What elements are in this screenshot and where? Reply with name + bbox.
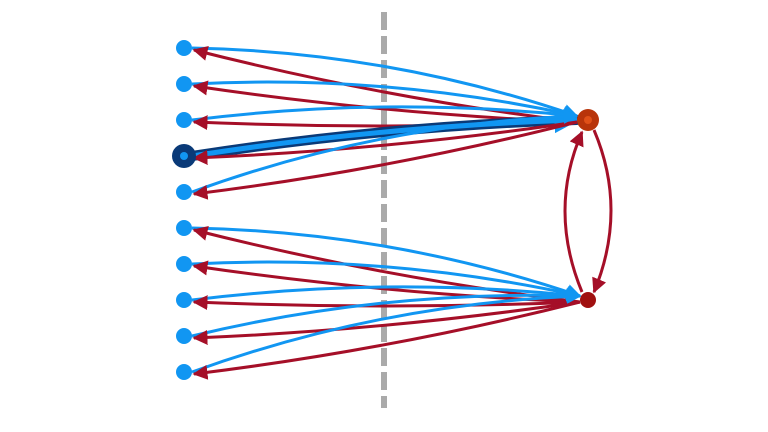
highlighted-edge-a4 [191, 108, 580, 159]
client-node-b4 [176, 328, 192, 344]
client-node-b2 [176, 256, 192, 272]
client-node-b3 [176, 292, 192, 308]
edge-in-a5 [192, 120, 578, 200]
nodes-layer [172, 40, 599, 380]
edge-out-b4 [191, 288, 582, 338]
client-node-a2 [176, 76, 192, 92]
edge-out-b1 [191, 226, 582, 299]
edge-in-b3 [192, 295, 581, 311]
edge-out-a5 [191, 109, 579, 194]
client-node-a5 [176, 184, 192, 200]
client-node-a3 [176, 112, 192, 128]
edge-in-a4 [192, 120, 578, 165]
client-node-a1 [176, 40, 192, 56]
edge-out-b2 [191, 260, 582, 301]
client-node-b5 [176, 364, 192, 380]
edge-hub-a-to-hub-b [592, 129, 613, 294]
edges-layer [187, 46, 613, 380]
edge-out-b3 [191, 285, 582, 303]
edge-in-b4 [192, 300, 581, 345]
edge-out-a2 [191, 80, 579, 121]
edge-in-b5 [192, 300, 581, 380]
edge-out-a1 [191, 46, 579, 119]
client-node-a4 [180, 152, 188, 160]
edge-in-a1 [192, 46, 578, 124]
edge-out-b5 [191, 289, 582, 374]
hub-node-hub-b [580, 292, 596, 308]
client-node-b1 [176, 220, 192, 236]
hub-node-center-hub-a [584, 116, 592, 124]
edge-hub-b-to-hub-a [563, 130, 584, 293]
edge-out-a3 [191, 105, 579, 123]
